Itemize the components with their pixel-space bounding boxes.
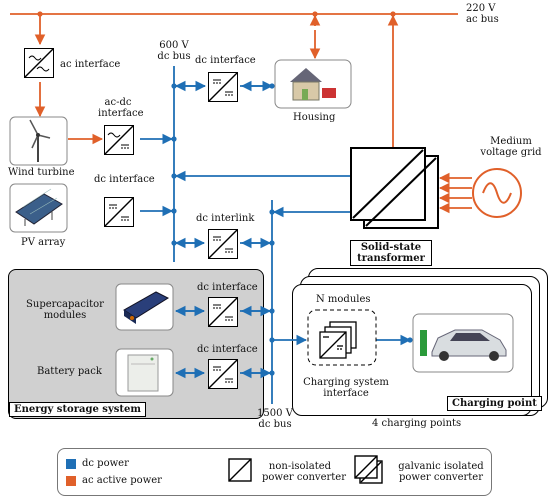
n-modules-group: [307, 309, 377, 366]
pv-dc-interface-converter: [104, 197, 134, 227]
energy-storage-system-label: Energy storage system: [9, 402, 146, 417]
battery-pack-label: Battery pack: [37, 366, 102, 377]
pv-array-image: [9, 183, 68, 233]
dc-bus-1500: [174, 200, 412, 404]
pv-array-label: PV array: [21, 237, 66, 248]
legend-galvanic-isolated: galvanic isolated power converter: [398, 461, 484, 483]
sst-symbol: [350, 147, 439, 229]
housing-dc-interface-label: dc interface: [195, 55, 256, 66]
ac-bus-line: [10, 13, 472, 214]
solid-state-transformer-label: Solid-state transformer: [350, 240, 432, 266]
wind-turbine-label: Wind turbine: [8, 167, 75, 178]
dc-power-swatch: [66, 459, 76, 469]
pv-dc-interface-label: dc interface: [94, 174, 155, 185]
charging-system-interface-label: Charging system interface: [303, 377, 389, 399]
ev-image: [412, 313, 514, 373]
dc-bus-600: [140, 66, 350, 262]
legend-dc-power: dc power: [82, 458, 129, 469]
housing-dc-interface-converter: [208, 72, 238, 102]
battery-dc-interface-converter: [208, 359, 238, 389]
legend: dc power ac active power non-isolated po…: [57, 448, 492, 496]
four-charging-points-label: 4 charging points: [372, 418, 462, 429]
wind-turbine-image: [9, 116, 68, 166]
medium-voltage-grid-label: Medium voltage grid: [480, 136, 542, 158]
dc-interlink-converter: [208, 229, 238, 259]
bus-nodes: [171, 83, 413, 376]
dc-interlink-label: dc interlink: [196, 213, 255, 224]
non-isolated-converter-icon: [228, 458, 252, 482]
dc-bus-600-label: 600 V dc bus: [157, 40, 191, 62]
ac-dc-interface-label: ac-dc interface: [98, 97, 144, 119]
supercapacitor-image: [115, 283, 174, 331]
legend-ac-power: ac active power: [82, 475, 162, 486]
ac-interface-converter: [24, 48, 54, 78]
house-image: [274, 59, 352, 109]
ac-dc-interface-converter: [104, 125, 134, 155]
ac-power-swatch: [66, 476, 76, 486]
legend-non-isolated: non-isolated power converter: [262, 461, 346, 483]
charging-point-label: Charging point: [447, 396, 542, 411]
battery-dc-interface-label: dc interface: [197, 344, 258, 355]
supercap-dc-interface-label: dc interface: [197, 282, 258, 293]
grid-source-symbol: [472, 168, 522, 218]
battery-pack-image: [115, 348, 174, 397]
housing-label: Housing: [293, 112, 336, 123]
supercap-dc-interface-converter: [208, 297, 238, 327]
n-modules-label: N modules: [316, 294, 371, 305]
dc-bus-1500-label: 1500 V dc bus: [257, 408, 293, 430]
supercapacitor-label: Supercapacitor modules: [26, 299, 104, 321]
ac-bus-label: 220 V ac bus: [466, 3, 499, 25]
galvanic-isolated-converter-icon: [354, 455, 383, 484]
ac-interface-label: ac interface: [60, 59, 121, 70]
